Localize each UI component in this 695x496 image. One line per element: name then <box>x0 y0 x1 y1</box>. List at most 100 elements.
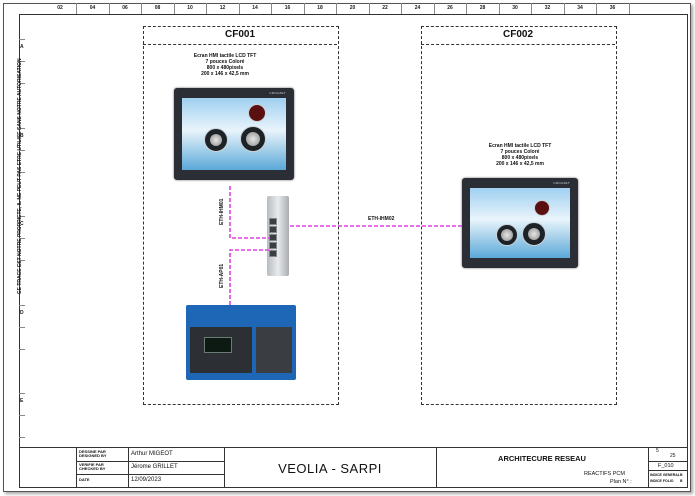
column-divider <box>173 3 175 14</box>
designed-by-value: Arthur MIGEOT <box>131 451 173 457</box>
tb-row-divider <box>76 461 224 462</box>
column-divider <box>303 3 305 14</box>
column-divider <box>76 3 78 14</box>
drawing-title: ARCHITECURE RESEAU <box>498 454 586 463</box>
hmi02-spec-line: 7 pouces Coloré <box>500 149 540 155</box>
indice-general-label: INDICE GENERAL <box>650 473 680 477</box>
row-tick <box>19 238 25 239</box>
column-number: 18 <box>317 5 323 11</box>
total-sheets: 25 <box>670 453 676 459</box>
hmi02-gauge-dial <box>501 229 513 241</box>
ethernet-switch <box>267 196 289 276</box>
cabinet-cf001 <box>143 26 339 405</box>
row-letter: D <box>20 309 24 316</box>
column-number: 08 <box>154 5 161 11</box>
row-letter: C <box>20 221 24 227</box>
row-tick <box>19 127 25 129</box>
plc-display <box>204 337 232 353</box>
column-number: 26 <box>447 5 453 11</box>
tb-title-cell <box>436 448 649 487</box>
checked-by-label: VERIFIE PAR CHECKED BY <box>79 462 106 471</box>
cabinet-cf002-title-divider <box>421 44 615 45</box>
column-number: 14 <box>252 5 258 11</box>
column-number: 16 <box>284 5 291 11</box>
label-eth-ihm02: ETH-IHM02 <box>368 216 395 222</box>
hmi02-clock-icon <box>534 200 550 216</box>
hmi01-spec-line: 7 pouces Coloré <box>205 59 245 65</box>
row-tick <box>19 348 25 350</box>
switch-port-icon <box>269 226 277 233</box>
project-name: REACTIFS PCM <box>584 471 625 477</box>
indice-folio-value: B <box>680 479 683 483</box>
column-number: 36 <box>609 5 616 11</box>
row-tick <box>19 149 25 151</box>
column-number: 12 <box>219 5 226 11</box>
row-tick <box>19 83 25 84</box>
row-tick <box>19 326 25 328</box>
row-tick <box>19 61 25 62</box>
column-number: 06 <box>122 5 128 11</box>
column-number: 32 <box>544 5 551 11</box>
column-divider <box>531 3 533 14</box>
switch-port-icon <box>269 250 277 257</box>
column-divider <box>563 3 565 14</box>
hmi02-spec: Ecran HMI tactile LCD TFT 7 pouces Color… <box>470 143 570 167</box>
designed-by-label: DESSINE PAR DESIGNED BY <box>79 449 107 458</box>
hmi02-spec-line: 200 x 146 x 42,5 mm <box>496 161 544 167</box>
column-divider <box>141 3 143 14</box>
row-letter: B <box>20 132 24 139</box>
plc-extension-module <box>256 327 292 373</box>
hmi01-gauge-dial <box>210 134 222 146</box>
column-divider <box>466 3 468 14</box>
column-divider <box>336 3 338 14</box>
plc-controller <box>186 305 296 380</box>
title-block: DESSINE PAR DESIGNED BY Arthur MIGEOT VE… <box>19 447 688 488</box>
tb-logo-cell <box>20 448 77 487</box>
hmi02-display <box>470 188 570 258</box>
cabinet-cf001-title-divider <box>143 44 337 45</box>
indice-folio-label: INDICE FOLIO <box>650 479 674 483</box>
row-tick <box>19 260 25 261</box>
sheet-number: 5 <box>656 448 659 454</box>
row-tick <box>19 437 25 438</box>
label-eth-ap01: ETH-AP01 <box>219 263 225 288</box>
hmi01-spec-line: 200 x 146 x 42,5 mm <box>201 71 249 77</box>
hmi01-spec-line: Ecran HMI tactile LCD TFT <box>193 53 257 59</box>
hmi01-gauge-dial <box>246 132 260 146</box>
column-divider <box>401 3 403 14</box>
row-tick <box>19 39 25 40</box>
hmi01-display <box>182 98 286 170</box>
hmi01-spec: Ecran HMI tactile LCD TFT 7 pouces Color… <box>175 53 275 77</box>
column-number: 30 <box>512 5 518 11</box>
row-tick <box>19 171 25 173</box>
column-number: 20 <box>349 5 356 11</box>
date-label: DATE <box>79 477 90 482</box>
switch-port-icon <box>269 218 277 225</box>
column-divider <box>368 3 370 14</box>
hmi02-spec-line: Ecran HMI tactile LCD TFT <box>488 143 552 149</box>
column-divider <box>238 3 240 14</box>
hmi02-gauge-dial <box>528 228 540 240</box>
column-number: 28 <box>479 5 486 11</box>
tb-row-divider <box>648 461 687 462</box>
column-divider <box>596 3 598 14</box>
column-number: 34 <box>577 5 583 11</box>
column-divider <box>628 3 630 14</box>
plan-number-label: Plan N° : <box>610 479 632 485</box>
row-letter: E <box>20 398 24 404</box>
switch-port-icon <box>269 234 277 241</box>
hmi01-clock-icon <box>248 104 266 122</box>
column-divider <box>108 3 110 14</box>
column-number: 02 <box>57 5 63 11</box>
hmi01-gauge-icon <box>204 128 228 152</box>
indice-general-value: B <box>680 473 683 477</box>
row-letter: A <box>20 44 24 50</box>
tb-row-divider <box>76 474 224 475</box>
column-divider <box>433 3 435 14</box>
label-eth-ihm01: ETH-IHM01 <box>219 198 225 225</box>
hmi01-gauge-icon <box>240 126 266 152</box>
hmi01-brand: CROUZET <box>269 91 286 95</box>
hmi02-spec-line: 800 x 480pixels <box>501 155 539 161</box>
checked-by-value: Jérome GRILLET <box>131 464 178 470</box>
column-number: 24 <box>414 5 421 11</box>
